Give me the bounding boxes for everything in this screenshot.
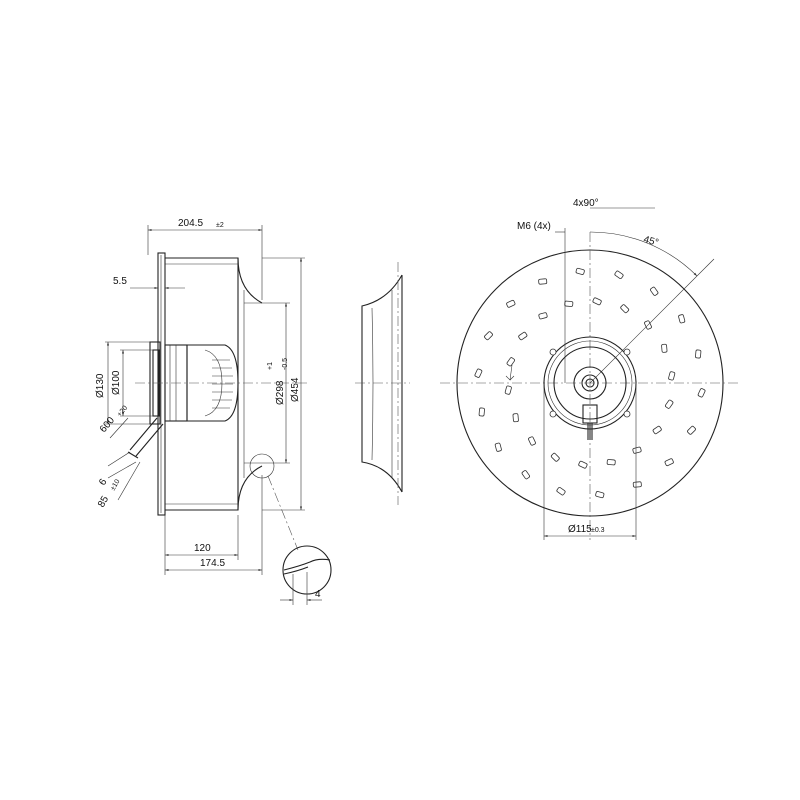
blade-hole bbox=[632, 481, 642, 488]
dim-45: 45° bbox=[642, 234, 659, 249]
blade-hole bbox=[474, 368, 483, 378]
blade-hole bbox=[687, 425, 696, 435]
blade-hole bbox=[578, 460, 588, 469]
dim-4: 4 bbox=[315, 589, 321, 600]
side-dimensions: 204.5 ±2 5.5 Ø130 Ø100 600 +20 6 85 ±10 … bbox=[95, 218, 305, 575]
dim-298: Ø298 bbox=[275, 380, 286, 405]
dim-120: 120 bbox=[194, 543, 211, 554]
front-view bbox=[440, 232, 740, 540]
blade-hole bbox=[614, 270, 624, 279]
dim-130: Ø130 bbox=[95, 373, 106, 398]
blade-hole bbox=[661, 343, 668, 353]
blade-hole bbox=[664, 458, 674, 467]
blade-hole bbox=[575, 267, 585, 275]
blade-hole bbox=[518, 331, 528, 341]
dim-4x90: 4x90° bbox=[573, 198, 599, 209]
blade-holes bbox=[474, 267, 706, 499]
blade-hole bbox=[550, 452, 560, 462]
blade-hole bbox=[512, 413, 519, 423]
cable bbox=[127, 417, 164, 459]
blade-hole bbox=[538, 278, 548, 285]
blade-hole bbox=[506, 299, 516, 308]
blade-hole bbox=[538, 312, 548, 320]
blade-hole bbox=[595, 491, 605, 499]
blade-hole bbox=[556, 487, 566, 496]
blade-hole bbox=[521, 470, 530, 480]
blade-hole bbox=[478, 407, 485, 417]
blade-hole bbox=[632, 446, 642, 454]
inlet-nozzle-view bbox=[355, 262, 410, 505]
blade-hole bbox=[494, 442, 502, 452]
dim-5-5: 5.5 bbox=[113, 276, 127, 287]
dim-100: Ø100 bbox=[111, 370, 122, 395]
blade-hole bbox=[697, 388, 706, 398]
blade-hole bbox=[484, 331, 493, 341]
dim-m6: M6 (4x) bbox=[517, 221, 551, 232]
dim-6: 6 bbox=[97, 477, 110, 488]
dim-454: Ø454 bbox=[290, 377, 301, 402]
dim-298-tol-down: -0.5 bbox=[282, 358, 289, 370]
blade-hole bbox=[678, 314, 686, 324]
blade-hole bbox=[606, 459, 616, 466]
dim-85: 85 bbox=[96, 494, 111, 510]
dim-204-5: 204.5 bbox=[178, 218, 203, 229]
blade-hole bbox=[695, 349, 702, 359]
dim-85-tol: ±10 bbox=[110, 478, 122, 492]
dim-204-5-tol: ±2 bbox=[216, 222, 224, 229]
blade-hole bbox=[592, 297, 602, 306]
front-dimensions: 4x90° M6 (4x) 45° Ø115 ±0.3 bbox=[517, 198, 715, 540]
detail-view: 4 bbox=[280, 545, 332, 605]
hub bbox=[543, 336, 637, 440]
blade-hole bbox=[564, 300, 574, 307]
blade-hole bbox=[620, 304, 630, 314]
side-view bbox=[127, 252, 308, 551]
dim-115: Ø115 bbox=[568, 524, 592, 535]
dim-174-5: 174.5 bbox=[200, 558, 225, 569]
dim-600: 600 bbox=[98, 415, 117, 435]
blade-hole bbox=[652, 425, 662, 435]
dim-115-tol: ±0.3 bbox=[591, 527, 605, 534]
blade-hole bbox=[528, 436, 536, 446]
blade-hole bbox=[504, 385, 512, 395]
blade-hole bbox=[506, 357, 515, 367]
blade-hole bbox=[668, 371, 676, 381]
blade-hole bbox=[665, 399, 674, 409]
dim-298-tol-up: +1 bbox=[267, 362, 274, 370]
blade-hole bbox=[650, 286, 659, 296]
